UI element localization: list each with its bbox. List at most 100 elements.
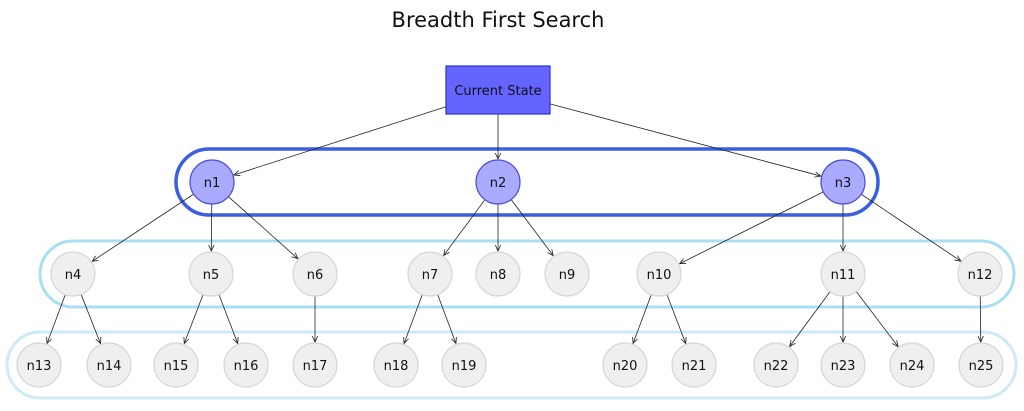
node-label-n21: n21 (682, 359, 707, 374)
node-label-n11: n11 (831, 268, 856, 283)
node-label-n20: n20 (613, 359, 638, 374)
node-label-n8: n8 (490, 268, 507, 283)
node-circle-n13 (16, 342, 62, 388)
node-circle-n22 (753, 342, 799, 388)
edge-n3-to-n12 (861, 193, 961, 261)
edge-n12-to-n25 (980, 295, 981, 342)
tree-node-n24: n24 (889, 342, 935, 388)
edge-current-state-to-n1 (234, 106, 447, 175)
edge-n1-to-n5 (211, 203, 212, 251)
tree-node-n21: n21 (671, 342, 717, 388)
node-label-n18: n18 (384, 359, 409, 374)
node-label-n24: n24 (900, 359, 925, 374)
edges-layer (47, 103, 981, 347)
diagram-title: Breadth First Search (392, 8, 605, 32)
tree-node-n14: n14 (86, 342, 132, 388)
edge-n4-to-n13 (47, 294, 66, 344)
node-circle-n16 (223, 342, 269, 388)
node-label-n12: n12 (968, 268, 993, 283)
node-circle-n1 (189, 159, 235, 205)
tree-node-n19: n19 (441, 342, 487, 388)
tree-node-n12: n12 (957, 251, 1003, 297)
tree-node-n20: n20 (602, 342, 648, 388)
node-circle-n20 (602, 342, 648, 388)
tree-node-n7: n7 (407, 251, 453, 297)
tree-node-n11: n11 (820, 251, 866, 297)
tree-node-n25: n25 (958, 342, 1004, 388)
edge-n3-to-n10 (680, 191, 824, 264)
tree-node-n13: n13 (16, 342, 62, 388)
node-label-n9: n9 (559, 268, 576, 283)
tree-node-n22: n22 (753, 342, 799, 388)
edge-n1-to-n4 (92, 193, 194, 261)
node-circle-n17 (292, 342, 338, 388)
edge-n7-to-n19 (437, 294, 456, 344)
tree-node-n15: n15 (153, 342, 199, 388)
tree-node-n1: n1 (189, 159, 235, 205)
node-label-n22: n22 (764, 359, 789, 374)
edge-n5-to-n15 (184, 294, 204, 344)
node-label-n16: n16 (234, 359, 259, 374)
tree-node-n10: n10 (636, 251, 682, 297)
node-label-n6: n6 (307, 268, 324, 283)
node-circle-n2 (475, 159, 521, 205)
tree-node-n9: n9 (544, 251, 590, 297)
nodes-layer: Current State n1 n2 n3 n4 n5 n6 n7 n8 n9 n10 n11 n12… (16, 65, 1004, 388)
tree-node-n17: n17 (292, 342, 338, 388)
tree-node-n18: n18 (373, 342, 419, 388)
node-label-n7: n7 (422, 268, 439, 283)
node-circle-n5 (188, 251, 234, 297)
node-circle-n21 (671, 342, 717, 388)
level-1-group-outline (174, 147, 880, 217)
node-label-n14: n14 (97, 359, 122, 374)
node-circle-n15 (153, 342, 199, 388)
node-label-n3: n3 (835, 176, 852, 191)
tree-node-n5: n5 (188, 251, 234, 297)
node-circle-n12 (957, 251, 1003, 297)
node-circle-n25 (958, 342, 1004, 388)
node-circle-n14 (86, 342, 132, 388)
edge-n2-to-n9 (510, 199, 553, 256)
node-circle-n8 (475, 251, 521, 297)
node-circle-n23 (820, 342, 866, 388)
edge-n11-to-n24 (855, 291, 898, 347)
level-2-group-outline (38, 239, 1016, 309)
node-circle-n4 (50, 251, 96, 297)
edge-current-state-to-n3 (549, 103, 821, 176)
node-circle-n9 (544, 251, 590, 297)
node-label-n23: n23 (831, 359, 856, 374)
level-3-group-outline (5, 330, 1018, 400)
edge-n10-to-n21 (666, 294, 686, 344)
node-label-n1: n1 (204, 176, 221, 191)
node-label-n15: n15 (164, 359, 189, 374)
node-label-n10: n10 (647, 268, 672, 283)
edge-n5-to-n16 (218, 294, 238, 344)
root-node-box (445, 65, 551, 115)
root-node-current-state: Current State (445, 65, 551, 115)
node-circle-n3 (820, 159, 866, 205)
tree-node-n16: n16 (223, 342, 269, 388)
node-circle-n18 (373, 342, 419, 388)
node-label-n2: n2 (490, 176, 507, 191)
node-label-n4: n4 (65, 268, 82, 283)
tree-node-n4: n4 (50, 251, 96, 297)
tree-node-n8: n8 (475, 251, 521, 297)
root-node-label: Current State (454, 84, 541, 99)
node-label-n25: n25 (969, 359, 994, 374)
node-label-n17: n17 (303, 359, 328, 374)
tree-node-n6: n6 (292, 251, 338, 297)
edge-n11-to-n22 (790, 291, 831, 347)
node-circle-n11 (820, 251, 866, 297)
node-label-n5: n5 (203, 268, 220, 283)
edge-n10-to-n20 (633, 294, 652, 344)
node-circle-n24 (889, 342, 935, 388)
tree-node-n2: n2 (475, 159, 521, 205)
node-circle-n10 (636, 251, 682, 297)
edge-n4-to-n14 (80, 294, 100, 343)
node-circle-n19 (441, 342, 487, 388)
node-label-n13: n13 (27, 359, 52, 374)
node-label-n19: n19 (452, 359, 477, 374)
node-circle-n6 (292, 251, 338, 297)
edge-n2-to-n7 (444, 199, 486, 256)
